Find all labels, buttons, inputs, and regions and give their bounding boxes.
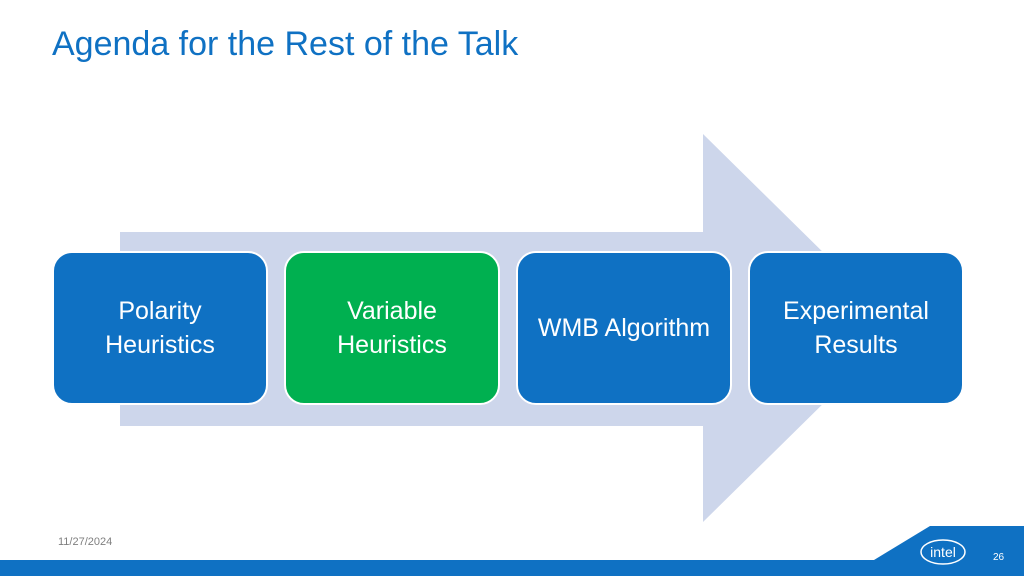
step-experimental-results[interactable]: Experimental Results — [748, 251, 964, 405]
step-polarity-heuristics[interactable]: Polarity Heuristics — [52, 251, 268, 405]
step-variable-heuristics[interactable]: Variable Heuristics — [284, 251, 500, 405]
step-label: Polarity Heuristics — [105, 297, 215, 359]
slide-title: Agenda for the Rest of the Talk — [52, 25, 519, 63]
intel-logo-text: intel — [930, 544, 956, 560]
intel-logo: intel — [920, 539, 966, 565]
step-label: Experimental Results — [783, 297, 929, 359]
slide-date: 11/27/2024 — [58, 536, 113, 548]
page-number: 26 — [993, 552, 1005, 563]
step-label: WMB Algorithm — [537, 314, 711, 342]
step-wmb-algorithm[interactable]: WMB Algorithm — [516, 251, 732, 405]
step-label: Variable Heuristics — [337, 297, 447, 359]
